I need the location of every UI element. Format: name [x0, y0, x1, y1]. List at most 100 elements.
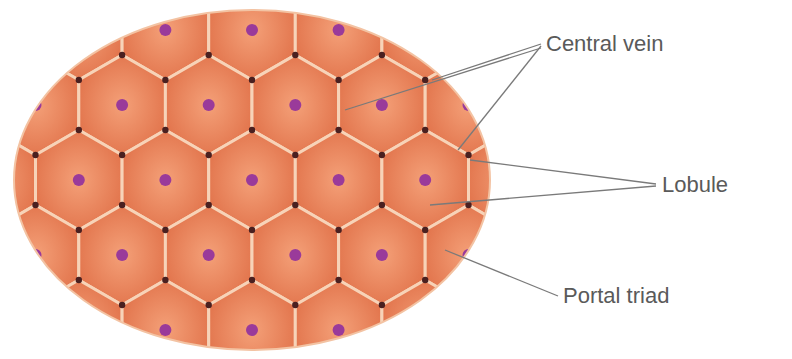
lobule-hexagon	[598, 0, 685, 5]
lobule-hexagon	[122, 280, 209, 359]
lobule-hexagon	[165, 355, 252, 359]
portal-triad-dot	[249, 277, 255, 283]
lobule-hexagon	[382, 280, 469, 359]
portal-triad-dot	[595, 277, 601, 283]
lobule-hexagon	[165, 0, 252, 5]
central-vein-dot	[73, 24, 85, 36]
portal-triad-dot	[422, 127, 428, 133]
lobule-hexagon	[425, 355, 512, 359]
lobule-hexagon	[425, 205, 512, 305]
portal-triad-dot	[552, 152, 558, 158]
lobule-grid	[0, 0, 688, 359]
lobule-hexagon	[295, 280, 382, 359]
central-vein-dot	[506, 324, 518, 336]
portal-triad-dot	[595, 127, 601, 133]
central-vein-dot	[636, 99, 648, 111]
lobule-hexagon	[0, 280, 36, 359]
lobule-hexagon	[512, 355, 599, 359]
portal-triad-dot	[682, 227, 688, 233]
part-label: Portal triad	[563, 285, 669, 307]
portal-triad-dot	[76, 277, 82, 283]
lobule-hexagon	[252, 355, 339, 359]
portal-triad-dot	[119, 2, 125, 8]
central-vein-dot	[376, 99, 388, 111]
portal-triad-dot	[552, 202, 558, 208]
central-vein-dot	[333, 174, 345, 186]
leader-line	[430, 186, 656, 205]
portal-triad-dot	[32, 152, 38, 158]
leader-lines	[345, 44, 656, 296]
portal-triad-dot	[292, 202, 298, 208]
portal-triad-dot	[32, 302, 38, 308]
portal-triad-dot	[119, 202, 125, 208]
portal-triad-dot	[76, 77, 82, 83]
lobule-hexagon	[79, 0, 166, 5]
lobule-hexagon	[512, 55, 599, 155]
central-vein-dot	[289, 99, 301, 111]
portal-triad-dot	[292, 152, 298, 158]
central-vein-dot	[203, 249, 215, 261]
portal-triad-dot	[32, 2, 38, 8]
central-vein-dot	[636, 249, 648, 261]
portal-triad-dot	[162, 227, 168, 233]
portal-triad-dot	[292, 352, 298, 358]
central-vein-dot	[73, 324, 85, 336]
portal-triad-dot	[639, 2, 645, 8]
central-vein-dot	[333, 324, 345, 336]
central-vein-dot	[592, 324, 604, 336]
portal-triad-dot	[552, 2, 558, 8]
portal-triad-dot	[379, 2, 385, 8]
portal-triad-dot	[335, 227, 341, 233]
portal-triad-dot	[335, 77, 341, 83]
portal-triad-dot	[465, 2, 471, 8]
portal-triad-dot	[465, 202, 471, 208]
central-vein-dot	[376, 249, 388, 261]
portal-triad-dot	[465, 352, 471, 358]
portal-triad-dot	[119, 352, 125, 358]
portal-triad-dot	[32, 202, 38, 208]
central-vein-dot	[159, 24, 171, 36]
portal-triad-dot	[639, 152, 645, 158]
lobule-hexagon	[598, 355, 685, 359]
portal-triad-dot	[639, 352, 645, 358]
portal-triad-dot	[422, 77, 428, 83]
portal-triad-dot	[162, 127, 168, 133]
portal-triad-dot	[206, 2, 212, 8]
portal-triad-dot	[119, 302, 125, 308]
portal-triad-dot	[292, 2, 298, 8]
lobule-hexagon	[339, 0, 426, 5]
central-vein-dot	[289, 249, 301, 261]
portal-triad-dot	[32, 352, 38, 358]
portal-triad-dot	[379, 52, 385, 58]
portal-triad-dot	[639, 202, 645, 208]
portal-triad-dot	[162, 77, 168, 83]
lobule-hexagon	[598, 55, 685, 155]
portal-triad-dot	[206, 202, 212, 208]
portal-triad-dot	[249, 227, 255, 233]
central-vein-dot	[116, 249, 128, 261]
portal-triad-dot	[509, 127, 515, 133]
central-vein-dot	[419, 174, 431, 186]
part-label: Lobule	[662, 174, 728, 196]
central-vein-dot	[549, 249, 561, 261]
portal-triad-dot	[249, 127, 255, 133]
portal-triad-dot	[595, 227, 601, 233]
central-vein-dot	[506, 174, 518, 186]
portal-triad-dot	[335, 277, 341, 283]
central-vein-dot	[333, 24, 345, 36]
portal-triad-dot	[552, 302, 558, 308]
portal-triad-dot	[552, 352, 558, 358]
leader-line	[345, 48, 541, 110]
portal-triad-dot	[32, 52, 38, 58]
central-vein-dot	[159, 174, 171, 186]
lobule-hexagon	[469, 280, 556, 359]
portal-triad-dot	[76, 127, 82, 133]
central-vein-dot	[246, 174, 258, 186]
portal-triad-dot	[206, 52, 212, 58]
central-vein-dot	[549, 99, 561, 111]
portal-triad-dot	[292, 52, 298, 58]
lobule-hexagon	[79, 355, 166, 359]
central-vein-dot	[116, 99, 128, 111]
central-vein-dot	[246, 324, 258, 336]
portal-triad-dot	[379, 202, 385, 208]
